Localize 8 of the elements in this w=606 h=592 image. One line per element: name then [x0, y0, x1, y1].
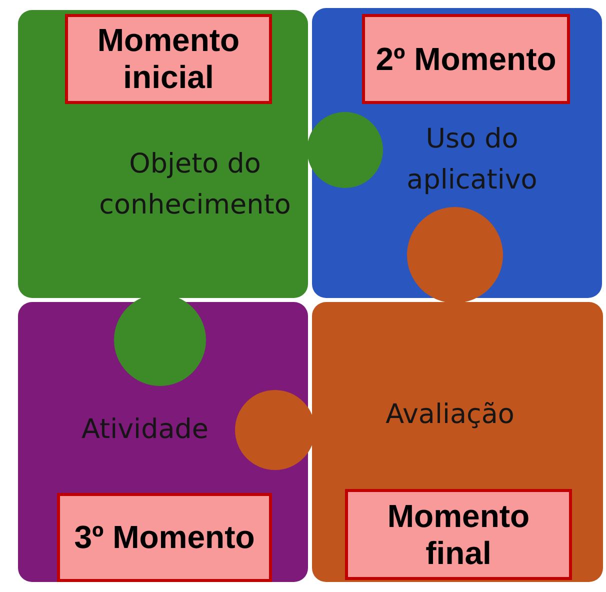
stage-label: Momento final — [345, 489, 572, 580]
piece-label: Uso do aplicativo — [406, 122, 538, 197]
piece-label: Objeto do conhecimento — [98, 148, 292, 222]
stage-label: 2º Momento — [362, 14, 570, 104]
stage-label: 3º Momento — [57, 493, 272, 582]
piece-label: Avaliação — [384, 398, 516, 432]
stage-label: Momento inicial — [65, 14, 272, 104]
piece-label: Atividade — [80, 412, 210, 447]
